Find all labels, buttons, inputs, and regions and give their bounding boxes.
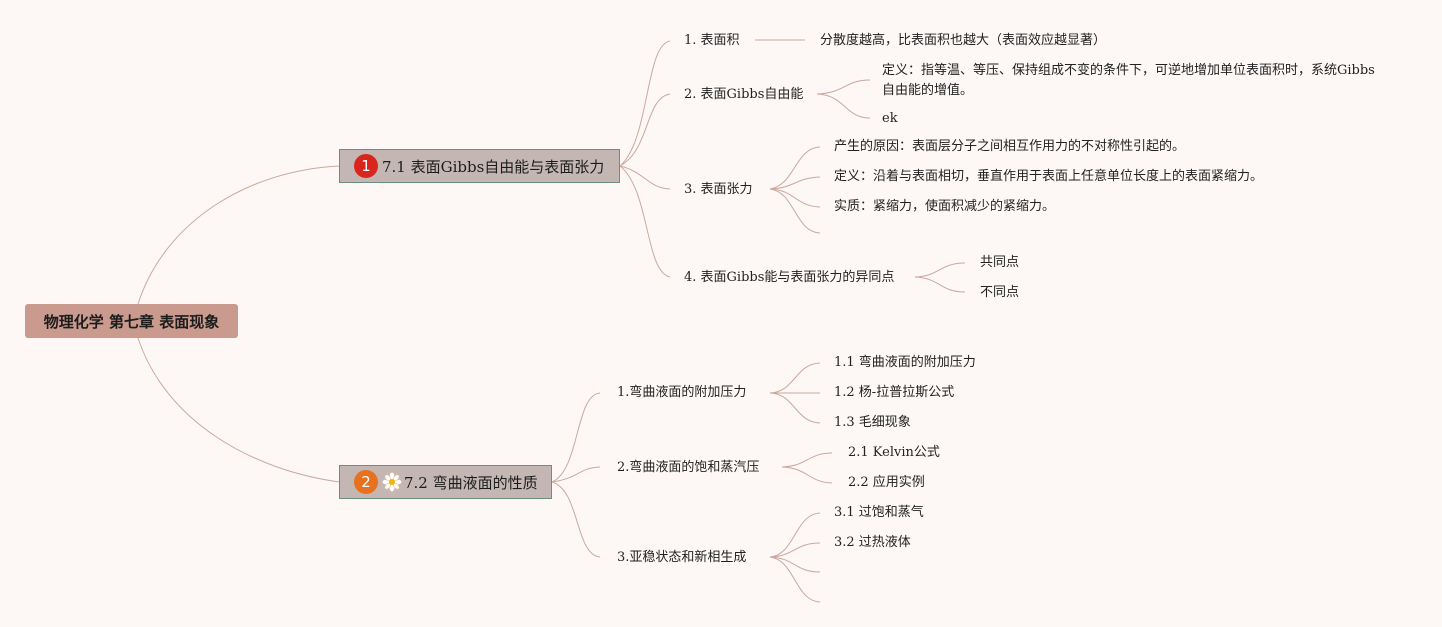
detail-text[interactable]: 3.1 过饱和蒸气 — [834, 505, 924, 520]
priority-2-icon: 2 — [354, 470, 378, 494]
subtopic-gibbs-energy[interactable]: 2. 表面Gibbs自由能 — [684, 87, 804, 102]
link-c4-d1 — [914, 262, 966, 278]
subtopic-surface-tension[interactable]: 3. 表面张力 — [684, 182, 753, 197]
priority-1-icon: 1 — [354, 154, 378, 178]
subtopic-metastable[interactable]: 3.亚稳状态和新相生成 — [617, 550, 747, 565]
root-label: 物理化学 第七章 表面现象 — [43, 312, 220, 331]
link-c3-d1 — [769, 146, 821, 190]
detail-text[interactable]: 定义：指等温、等压、保持组成不变的条件下，可逆地增加单位表面积时，系统Gibbs… — [882, 63, 1375, 98]
link-root-topic1 — [137, 165, 341, 305]
topic-label: 7.1 表面Gibbs自由能与表面张力 — [382, 157, 605, 176]
link-c3-d3 — [769, 188, 821, 208]
link-t1-c3 — [619, 165, 671, 190]
link-c4-d2 — [914, 276, 966, 293]
detail-text[interactable]: 产生的原因：表面层分子之间相互作用力的不对称性引起的。 — [834, 139, 1186, 154]
root-node[interactable]: 物理化学 第七章 表面现象 — [25, 304, 238, 338]
link-c3-d2 — [769, 176, 821, 190]
topic-label: 7.2 弯曲液面的性质 — [404, 473, 538, 492]
subtopic-surface-area[interactable]: 1. 表面积 — [684, 33, 740, 48]
link-t1-c1 — [619, 40, 671, 167]
detail-text[interactable]: 1.2 杨-拉普拉斯公式 — [834, 385, 955, 400]
detail-text[interactable]: 实质：紧缩力，使面积减少的紧缩力。 — [834, 199, 1056, 214]
link-t2-c1 — [551, 392, 601, 483]
link-t2-c2 — [551, 466, 601, 483]
link-t1-c2 — [619, 93, 671, 167]
subtopic-comparison[interactable]: 4. 表面Gibbs能与表面张力的异同点 — [684, 270, 895, 285]
link-t2c3-d1 — [769, 512, 821, 558]
link-t2c3-d4 — [769, 556, 821, 603]
detail-text[interactable]: 2.1 Kelvin公式 — [848, 445, 940, 460]
topic-node-7-2[interactable]: 2 7.2 弯曲液面的性质 — [339, 465, 552, 499]
link-t2c2-d1 — [781, 452, 833, 468]
link-root-topic2 — [137, 337, 341, 483]
link-t2c1-d1 — [769, 362, 821, 394]
link-c2-d1 — [816, 79, 871, 95]
detail-text[interactable]: ek — [882, 111, 898, 126]
subtopic-additional-pressure[interactable]: 1.弯曲液面的附加压力 — [617, 385, 747, 400]
link-t2-c3 — [551, 481, 601, 558]
detail-text[interactable]: 1.3 毛细现象 — [834, 415, 911, 430]
detail-text[interactable]: 2.2 应用实例 — [848, 475, 925, 490]
daisy-icon — [382, 472, 402, 492]
detail-text[interactable]: 定义：沿着与表面相切，垂直作用于表面上任意单位长度上的表面紧缩力。 — [834, 169, 1264, 184]
detail-text[interactable]: 共同点 — [980, 255, 1020, 270]
link-t2c3-d2 — [769, 542, 821, 558]
detail-text[interactable]: 3.2 过热液体 — [834, 535, 911, 550]
link-t2c3-d3 — [769, 556, 821, 573]
link-c2-d2 — [816, 93, 871, 119]
link-t2c2-d2 — [781, 466, 833, 484]
subtopic-vapor-pressure[interactable]: 2.弯曲液面的饱和蒸汽压 — [617, 460, 760, 475]
detail-text[interactable]: 不同点 — [980, 285, 1020, 300]
detail-text[interactable]: 分散度越高，比表面积也越大（表面效应越显著） — [820, 33, 1107, 48]
link-t1-c4 — [619, 165, 671, 278]
link-c3-d4 — [769, 188, 821, 234]
detail-text[interactable]: 1.1 弯曲液面的附加压力 — [834, 355, 976, 370]
link-t2c1-d3 — [769, 392, 821, 424]
topic-node-7-1[interactable]: 1 7.1 表面Gibbs自由能与表面张力 — [339, 149, 620, 183]
